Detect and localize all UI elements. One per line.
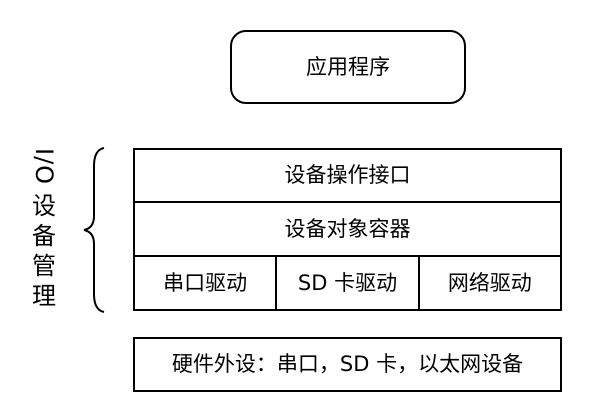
driver-label: 网络驱动	[447, 270, 532, 295]
driver-network: 网络驱动	[417, 257, 560, 309]
driver-label: SD 卡驱动	[297, 270, 398, 295]
driver-label: 串口驱动	[163, 270, 248, 295]
hardware-box: 硬件外设：串口，SD 卡，以太网设备	[133, 337, 562, 392]
driver-sd-card: SD 卡驱动	[275, 257, 417, 309]
io-label-char: 备	[32, 222, 56, 251]
application-box: 应用程序	[230, 30, 466, 104]
io-label-prefix: I/O	[30, 148, 58, 186]
hardware-label: 硬件外设：串口，SD 卡，以太网设备	[171, 352, 524, 376]
curly-brace	[83, 147, 105, 313]
io-device-stack: 设备操作接口 设备对象容器 串口驱动 SD 卡驱动 网络驱动	[133, 148, 562, 311]
device-api-layer: 设备操作接口	[135, 150, 560, 203]
drivers-layer: 串口驱动 SD 卡驱动 网络驱动	[135, 257, 560, 309]
io-label-char: 管	[32, 252, 56, 281]
application-label: 应用程序	[306, 54, 390, 79]
driver-serial: 串口驱动	[135, 257, 275, 309]
io-management-label: I/O 设 备 管 理	[26, 148, 62, 310]
device-container-label: 设备对象容器	[284, 216, 411, 241]
device-container-layer: 设备对象容器	[135, 203, 560, 257]
io-label-char: 设	[32, 192, 56, 221]
io-label-char: 理	[32, 282, 56, 311]
device-api-label: 设备操作接口	[284, 163, 411, 187]
